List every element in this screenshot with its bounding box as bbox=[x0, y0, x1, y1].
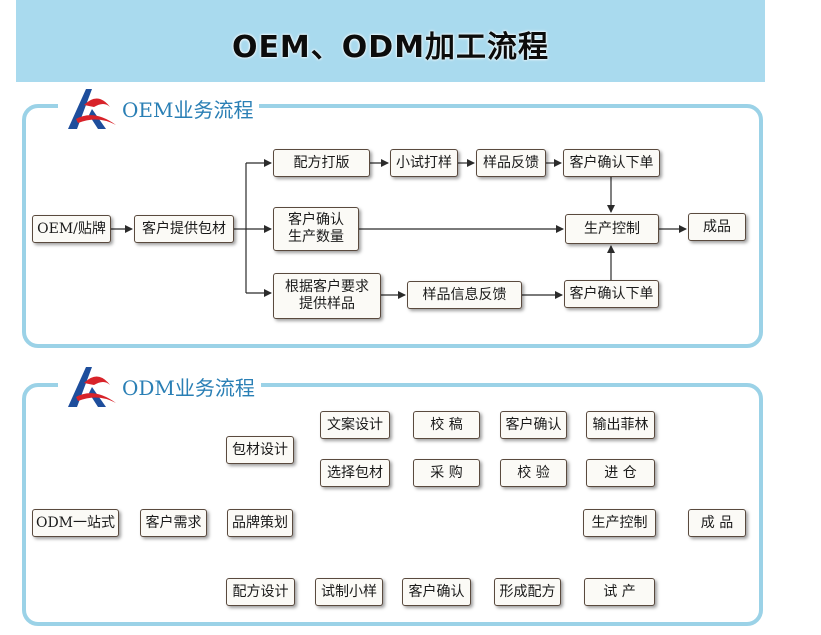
oem-node-trial: 小试打样 bbox=[390, 149, 458, 177]
odm-section-title: ODM业务流程 bbox=[122, 375, 255, 400]
odm-node-trial-sample: 试制小样 bbox=[315, 578, 383, 606]
oem-node-sample: 根据客户要求 提供样品 bbox=[273, 273, 381, 319]
oem-node-sample-feedback: 样品信息反馈 bbox=[407, 281, 522, 309]
odm-node-package-design: 包材设计 bbox=[226, 436, 294, 464]
company-logo-icon bbox=[68, 367, 116, 407]
oem-node-product: 成品 bbox=[688, 213, 746, 241]
oem-node-confirm-order: 客户确认下单 bbox=[563, 149, 660, 177]
oem-node-formula: 配方打版 bbox=[273, 149, 370, 177]
company-logo-icon bbox=[68, 89, 116, 129]
odm-node-demand: 客户需求 bbox=[140, 509, 207, 537]
odm-node-formula-design: 配方设计 bbox=[226, 578, 295, 606]
odm-node-product: 成 品 bbox=[688, 509, 746, 537]
oem-node-production: 生产控制 bbox=[565, 214, 659, 244]
header-banner: OEM、ODM加工流程 bbox=[16, 0, 765, 82]
odm-node-film: 输出菲林 bbox=[586, 411, 655, 439]
oem-node-feedback: 样品反馈 bbox=[476, 149, 546, 177]
odm-node-copy-design: 文案设计 bbox=[320, 411, 390, 439]
odm-node-proof: 校 稿 bbox=[413, 411, 480, 439]
oem-section-header: OEM业务流程 bbox=[58, 84, 260, 132]
oem-node-confirm-qty: 客户确认 生产数量 bbox=[273, 207, 359, 251]
odm-node-purchase: 采 购 bbox=[413, 459, 480, 487]
page-title: OEM、ODM加工流程 bbox=[231, 30, 550, 65]
odm-node-select-package: 选择包材 bbox=[320, 459, 390, 487]
odm-node-form-formula: 形成配方 bbox=[494, 578, 561, 606]
odm-node-start: ODM一站式 bbox=[32, 509, 119, 537]
oem-node-start: OEM/贴牌 bbox=[32, 215, 111, 243]
odm-section-header: ODM业务流程 bbox=[58, 362, 261, 410]
oem-section-title: OEM业务流程 bbox=[122, 97, 254, 122]
odm-node-production: 生产控制 bbox=[583, 509, 656, 537]
oem-node-supply: 客户提供包材 bbox=[134, 215, 234, 243]
odm-node-customer-confirm: 客户确认 bbox=[500, 411, 567, 439]
oem-node-confirm-order2: 客户确认下单 bbox=[564, 280, 659, 308]
odm-node-brand: 品牌策划 bbox=[227, 509, 293, 537]
odm-node-inspect: 校 验 bbox=[500, 459, 567, 487]
odm-node-stock: 进 仓 bbox=[586, 459, 655, 487]
odm-node-trial-production: 试 产 bbox=[584, 578, 655, 606]
odm-node-customer-confirm2: 客户确认 bbox=[402, 578, 471, 606]
